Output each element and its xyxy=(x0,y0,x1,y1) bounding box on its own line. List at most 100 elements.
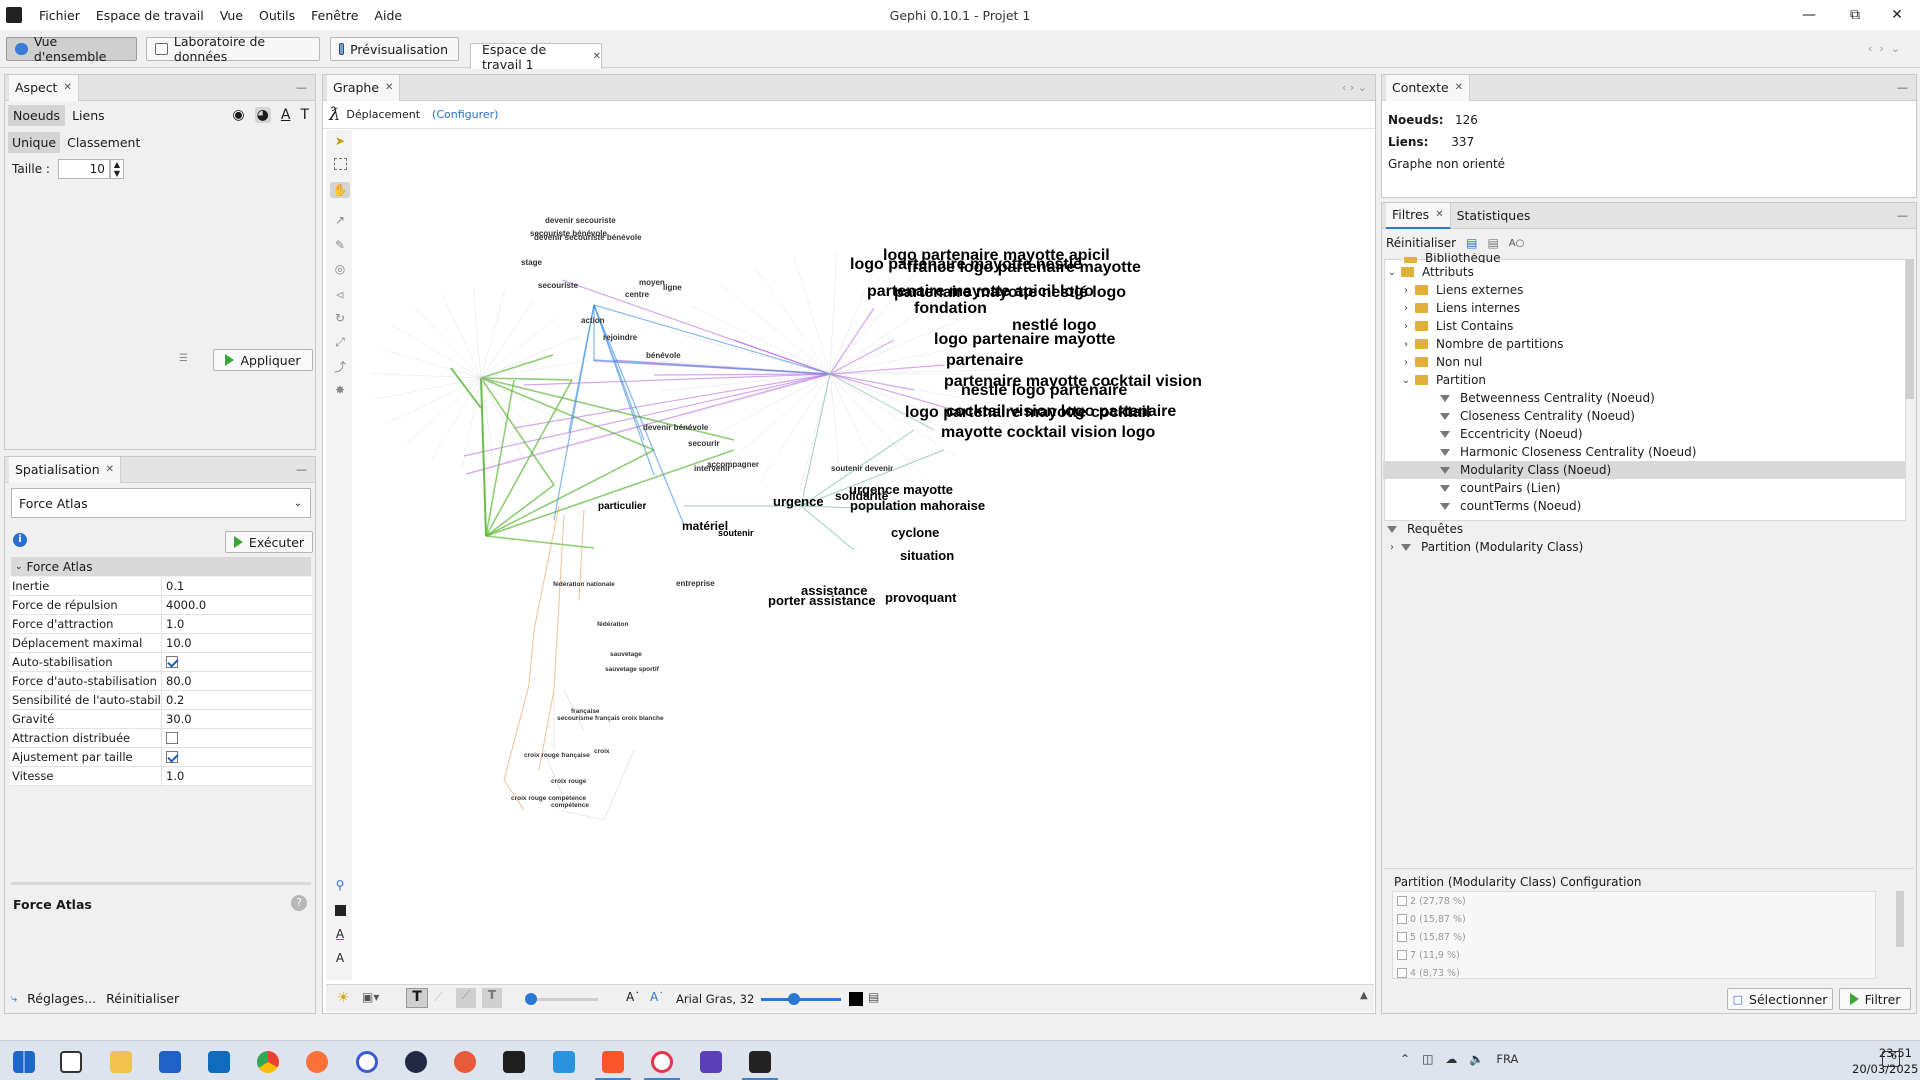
graph-label[interactable]: urgence xyxy=(773,494,824,509)
tree-filter-item[interactable]: Modularity Class (Noeud) xyxy=(1383,461,1905,479)
property-value[interactable]: 1.0 xyxy=(166,769,185,783)
tree-filter-item[interactable]: countTerms (Noeud) xyxy=(1383,497,1905,515)
tree-folder-item[interactable]: ›Liens internes xyxy=(1383,299,1905,317)
tree-filter-item[interactable]: countPairs (Lien) xyxy=(1383,479,1905,497)
show-labels-toggle[interactable]: T xyxy=(406,988,428,1008)
edge-weight-slider-thumb[interactable] xyxy=(525,993,537,1005)
close-workspace-icon[interactable]: ✕ xyxy=(592,51,601,62)
ranking-tab[interactable]: Classement xyxy=(67,134,141,150)
graph-label[interactable]: situation xyxy=(900,548,954,563)
tree-item-attributes[interactable]: ⌄Attributs xyxy=(1383,263,1905,281)
brave-icon[interactable] xyxy=(602,1051,624,1073)
graph-label[interactable]: accompagner xyxy=(707,460,759,469)
queries-root[interactable]: Requêtes xyxy=(1383,520,1905,538)
graph-label[interactable]: devenir bénévole xyxy=(643,423,709,432)
graph-label[interactable]: soutenir xyxy=(718,528,754,538)
palette-icon[interactable]: ◉ xyxy=(232,107,245,123)
menu-fichier[interactable]: Fichier xyxy=(39,7,80,23)
panel-nav-arrows[interactable]: ‹ › ⌄ xyxy=(1341,81,1367,94)
graph-canvas[interactable]: logo partenaire mayotte apicil logo part… xyxy=(354,130,1374,985)
query-partition-item[interactable]: ›Partition (Modularity Class) xyxy=(1383,538,1905,556)
add-filter-icon[interactable]: ▤ xyxy=(1466,236,1478,250)
graph-label[interactable]: sauvetage xyxy=(610,651,642,658)
graph-label[interactable]: nestlé logo partenaire xyxy=(961,382,1127,399)
tree-folder-item[interactable]: ›Nombre de partitions xyxy=(1383,335,1905,353)
edit-cursor-icon[interactable]: ↗ xyxy=(334,213,346,227)
close-icon[interactable]: ✕ xyxy=(105,464,115,475)
graph-label[interactable]: fédération xyxy=(597,621,628,628)
layout-tab[interactable]: Spatialisation✕ xyxy=(9,456,122,483)
gephi-taskbar-icon[interactable] xyxy=(749,1051,771,1073)
notification-icon[interactable]: 6 xyxy=(1882,1051,1900,1067)
graph-tab[interactable]: Graphe✕ xyxy=(327,74,401,101)
graph-label[interactable]: croix xyxy=(594,748,610,755)
zoom-fit-icon[interactable]: ⚲ xyxy=(335,878,345,892)
graph-label[interactable]: logo partenaire mayotte cocktail xyxy=(905,404,1150,421)
heatmap-icon[interactable]: ✸ xyxy=(334,383,346,397)
graph-label[interactable]: devenir secouriste xyxy=(545,216,616,225)
reset-link[interactable]: Réinitialiser xyxy=(106,991,180,1006)
figma-icon[interactable] xyxy=(503,1051,525,1073)
graph-label[interactable]: cocktail vision logo partenaire xyxy=(946,403,1176,420)
tray-device-icon[interactable]: ◫ xyxy=(1422,1052,1434,1066)
label-color-swatch[interactable] xyxy=(849,992,863,1006)
graph-label[interactable]: moyen xyxy=(639,278,665,287)
graph-label[interactable]: stage xyxy=(521,258,542,267)
refresh-icon[interactable]: ↻ xyxy=(334,311,346,325)
minimize-panel-icon[interactable]: — xyxy=(1897,81,1908,94)
graph-label[interactable]: population mahoraise xyxy=(850,498,985,513)
background-color-icon[interactable] xyxy=(332,902,348,918)
graph-label[interactable]: soutenir devenir xyxy=(831,464,893,473)
graph-label[interactable]: entreprise xyxy=(676,579,715,588)
edges-tab[interactable]: Liens xyxy=(72,107,105,123)
vpn-icon[interactable] xyxy=(356,1051,378,1073)
graph-label[interactable]: partenaire mayotte cocktail vision xyxy=(944,373,1202,390)
graph-label[interactable]: assistance xyxy=(801,583,868,598)
run-layout-button[interactable]: Exécuter xyxy=(225,531,313,553)
size-tool-icon[interactable]: ◎ xyxy=(334,262,346,276)
close-icon[interactable]: ✕ xyxy=(385,82,394,93)
graph-label[interactable]: secouriste bénévole xyxy=(530,229,607,238)
close-window-button[interactable]: ✕ xyxy=(1891,7,1903,23)
graph-label[interactable]: rejoindre xyxy=(603,333,638,342)
graph-label[interactable]: secourisme français croix blanche xyxy=(557,715,664,722)
graph-label[interactable]: logo partenaire mayotte apicil xyxy=(883,247,1110,264)
property-value[interactable]: 30.0 xyxy=(166,712,192,726)
task-view-icon[interactable] xyxy=(60,1051,82,1073)
context-tab[interactable]: Contexte✕ xyxy=(1386,74,1471,101)
property-value[interactable]: 80.0 xyxy=(166,674,192,688)
graph-label[interactable]: action xyxy=(581,316,605,325)
configure-link[interactable]: (Configurer) xyxy=(432,108,499,121)
filters-tab[interactable]: Filtres✕ xyxy=(1386,202,1451,229)
menu-fenetre[interactable]: Fenêtre xyxy=(311,7,359,23)
file-explorer-icon[interactable] xyxy=(110,1051,132,1073)
data-laboratory-mode-button[interactable]: Laboratoire de données xyxy=(146,34,320,64)
label-color-icon[interactable]: A xyxy=(280,107,291,123)
graph-label[interactable]: croix rouge xyxy=(551,778,587,785)
graph-label[interactable]: logo partenaire mayotte nestlé xyxy=(850,256,1082,273)
property-value[interactable] xyxy=(162,748,312,766)
partition-checkbox[interactable] xyxy=(1397,896,1407,906)
firefox-icon[interactable] xyxy=(306,1051,328,1073)
property-value[interactable]: 4000.0 xyxy=(166,598,207,612)
graph-label[interactable]: mayotte cocktail vision logo xyxy=(941,424,1156,441)
graph-label[interactable]: secouriste xyxy=(538,281,579,290)
graph-label[interactable]: croix rouge compétence xyxy=(511,795,587,802)
edge-pencil-icon[interactable]: ⤴ xyxy=(333,359,346,374)
property-value[interactable]: 1.0 xyxy=(166,617,185,631)
partition-checkbox[interactable] xyxy=(1397,968,1407,978)
lightbulb-icon[interactable]: ☀ xyxy=(337,990,350,1006)
screenshot-icon[interactable]: ▣▾ xyxy=(362,990,380,1004)
app-icon[interactable] xyxy=(454,1051,476,1073)
property-checkbox[interactable] xyxy=(166,656,178,668)
property-value[interactable] xyxy=(162,729,312,747)
decrease-font-icon[interactable]: A˙ xyxy=(626,990,641,1004)
label-mode-toggle-icon[interactable]: T xyxy=(482,988,502,1008)
label-size-tool-icon[interactable]: A xyxy=(335,951,345,965)
appearance-tab[interactable]: Aspect✕ xyxy=(9,74,79,101)
edge-weight-slider-track[interactable] xyxy=(526,998,598,1001)
partition-scrollbar[interactable] xyxy=(1896,891,1904,947)
rectangle-select-icon[interactable] xyxy=(334,158,347,170)
graph-label[interactable]: bénévole xyxy=(646,351,681,360)
size-icon[interactable]: ◕ xyxy=(254,107,271,123)
